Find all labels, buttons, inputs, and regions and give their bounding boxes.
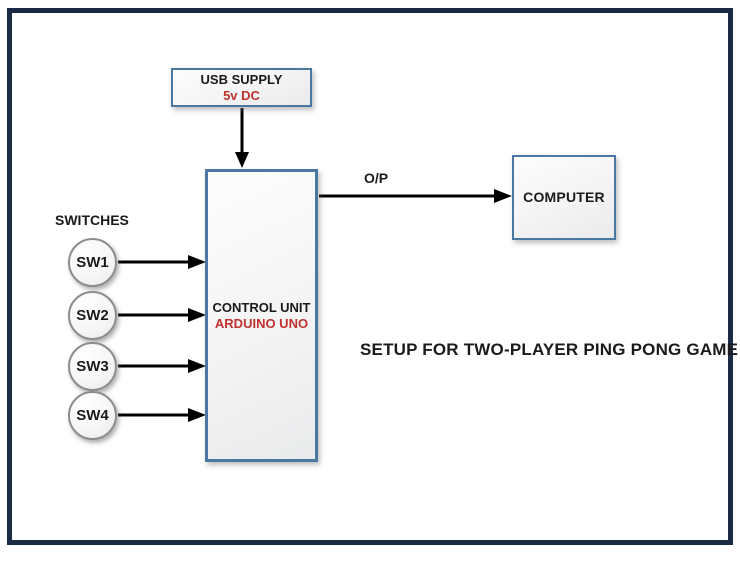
switch-sw4-label: SW4 [76,407,109,424]
usb-power-arrow [235,108,249,168]
switch-sw1: SW1 [68,238,117,287]
switch-sw3-label: SW3 [76,358,109,375]
sw3-arrow [118,359,206,373]
connector-arrows [118,108,512,422]
control-unit-box: CONTROL UNIT ARDUINO UNO [205,169,318,462]
usb-supply-box: USB SUPPLY 5v DC [171,68,312,107]
output-arrow-label: O/P [364,170,389,186]
control-unit-subtitle: ARDUINO UNO [214,315,309,331]
computer-label: COMPUTER [523,189,605,206]
output-arrow [319,189,512,203]
switch-sw1-label: SW1 [76,254,109,271]
diagram-caption: SETUP FOR TWO-PLAYER PING PONG GAME [360,340,739,359]
diagram-frame: USB SUPPLY 5v DC CONTROL UNIT ARDUINO UN… [7,8,738,545]
sw4-arrow [118,408,206,422]
switch-sw2-label: SW2 [76,307,109,324]
switch-sw4: SW4 [68,391,117,440]
usb-supply-title: USB SUPPLY [200,71,283,87]
switch-sw2: SW2 [68,291,117,340]
sw2-arrow [118,308,206,322]
computer-box: COMPUTER [512,155,616,240]
switches-heading: SWITCHES [55,212,129,228]
usb-supply-voltage: 5v DC [223,87,260,103]
control-unit-title: CONTROL UNIT [212,299,311,315]
switch-sw3: SW3 [68,342,117,391]
sw1-arrow [118,255,206,269]
